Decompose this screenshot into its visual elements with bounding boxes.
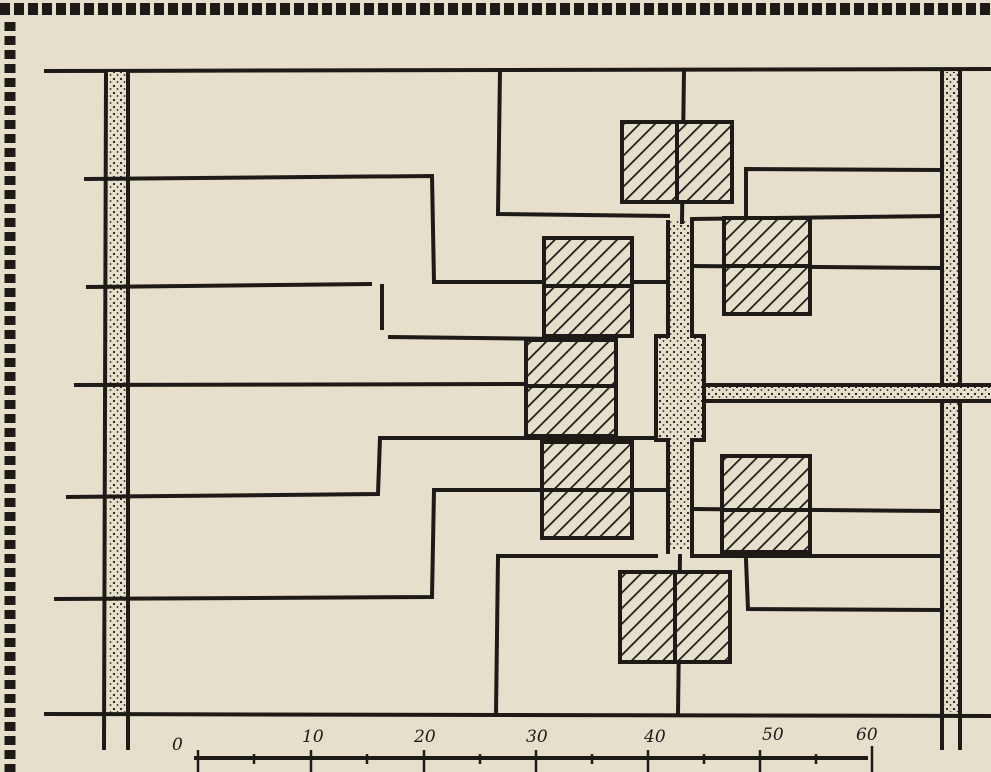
scale-label-0: 0: [172, 735, 183, 755]
scale-bar: 0 10 20 30 40 50 60: [172, 725, 878, 772]
building-plots: [524, 120, 812, 664]
scale-label-60: 60: [856, 725, 878, 745]
top-boundary-line: [43, 66, 991, 74]
bottom-boundary-line: [43, 711, 991, 719]
scale-label-30: 30: [526, 727, 548, 747]
scale-label-20: 20: [413, 727, 436, 747]
central-cross-road: [702, 383, 991, 403]
scale-label-10: 10: [302, 727, 324, 747]
right-dotted-road: [940, 68, 962, 750]
scale-label-40: 40: [643, 727, 666, 747]
central-vertical-road: [654, 220, 706, 554]
scale-label-50: 50: [762, 725, 784, 745]
plot-right-lower: [720, 454, 812, 554]
left-dotted-road: [101, 69, 130, 751]
